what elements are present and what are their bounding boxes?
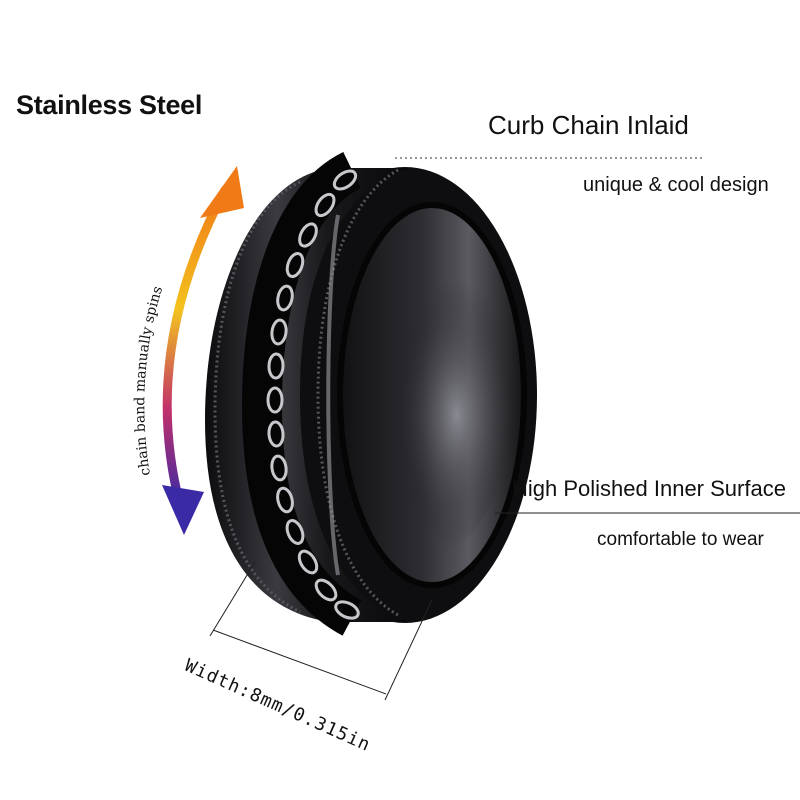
- chain-callout-subtext: unique & cool design: [583, 174, 769, 196]
- ring-body: [205, 152, 537, 636]
- spin-label: chain band manually spins: [132, 284, 166, 476]
- inner-callout-subtext: comfortable to wear: [597, 529, 764, 550]
- spin-arrow-icon: [162, 166, 244, 535]
- chain-callout-heading: Curb Chain Inlaid: [488, 110, 689, 140]
- inner-callout-heading: High Polished Inner Surface: [512, 476, 786, 501]
- material-title: Stainless Steel: [16, 90, 203, 120]
- width-dimension: [209, 561, 433, 701]
